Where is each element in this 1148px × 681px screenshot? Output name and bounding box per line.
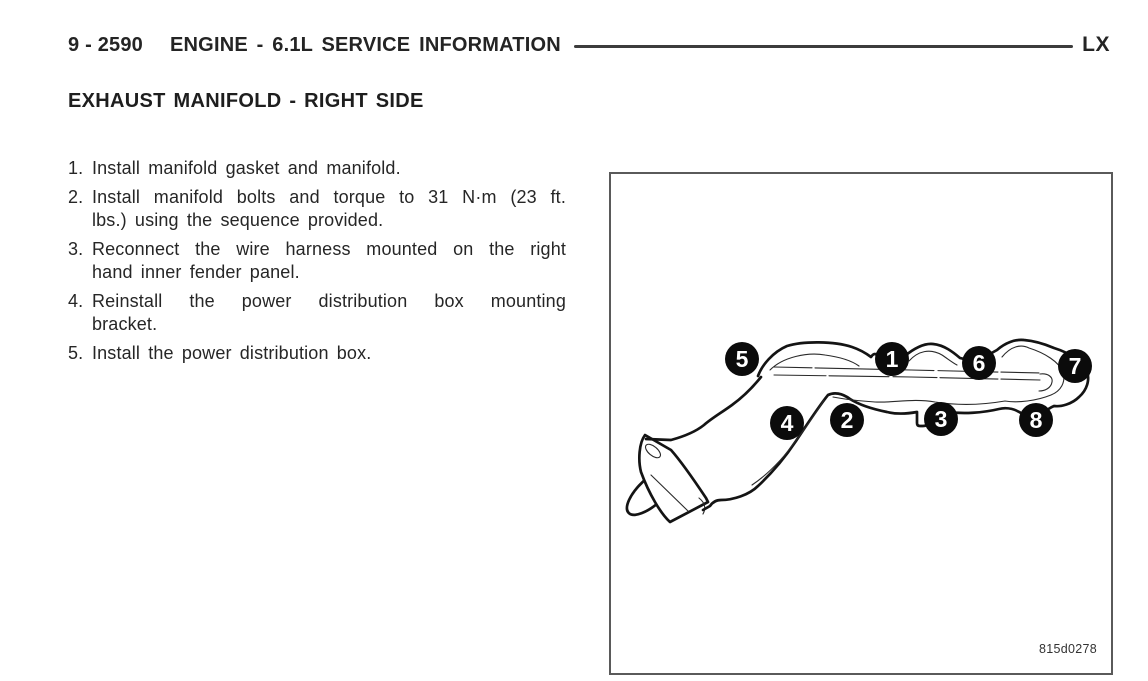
- step-item: 3. Reconnect the wire harness mounted on…: [68, 238, 566, 284]
- step-line: hand inner fender panel.: [92, 262, 300, 282]
- header-title: ENGINE - 6.1L SERVICE INFORMATION: [170, 34, 561, 56]
- svg-text:8: 8: [1030, 407, 1043, 433]
- manifold-inner-lines: [751, 345, 1065, 486]
- step-item: 4. Reinstall the power distribution box …: [68, 290, 566, 336]
- page-header: 9 - 2590 ENGINE - 6.1L SERVICE INFORMATI…: [68, 33, 1110, 57]
- step-line: lbs.) using the sequence provided.: [92, 210, 384, 230]
- svg-text:1: 1: [886, 346, 899, 372]
- svg-text:2: 2: [841, 407, 854, 433]
- svg-text:5: 5: [736, 346, 749, 372]
- callout-3: 3: [924, 402, 958, 436]
- step-line: Install the power distribution box.: [92, 343, 372, 363]
- header-rule: [573, 44, 1074, 48]
- model-code: LX: [1082, 33, 1110, 56]
- svg-text:7: 7: [1069, 353, 1082, 379]
- callout-7: 7: [1058, 349, 1092, 383]
- step-item: 2. Install manifold bolts and torque to …: [68, 186, 566, 232]
- callout-8: 8: [1019, 403, 1053, 437]
- step-number: 5.: [68, 343, 84, 363]
- callout-2: 2: [830, 403, 864, 437]
- outlet-flange: [638, 433, 710, 524]
- figure-box: 1 2 3 4 5 6 7 8 815d0278: [609, 172, 1113, 675]
- figure-id: 815d0278: [1038, 642, 1097, 656]
- step-item: 1. Install manifold gasket and manifold.: [68, 157, 566, 180]
- step-number: 4.: [68, 291, 84, 311]
- callout-6: 6: [962, 346, 996, 380]
- svg-text:6: 6: [973, 350, 986, 376]
- page-number: 9 - 2590: [68, 34, 143, 56]
- callout-5: 5: [725, 342, 759, 376]
- step-item: 5. Install the power distribution box.: [68, 342, 566, 365]
- section-title: EXHAUST MANIFOLD - RIGHT SIDE: [68, 90, 424, 112]
- callout-4: 4: [770, 406, 804, 440]
- svg-text:4: 4: [781, 410, 794, 436]
- svg-text:3: 3: [935, 406, 948, 432]
- step-number: 3.: [68, 239, 84, 259]
- step-number: 1.: [68, 158, 84, 178]
- step-line: Reinstall the power distribution box mou…: [92, 291, 566, 311]
- flange-slot-hole: [644, 443, 662, 459]
- step-number: 2.: [68, 187, 84, 207]
- manifold-diagram: 1 2 3 4 5 6 7 8: [625, 338, 1092, 524]
- procedure-steps: 1. Install manifold gasket and manifold.…: [68, 157, 566, 371]
- callout-1: 1: [875, 342, 909, 376]
- step-line: Install manifold gasket and manifold.: [92, 158, 401, 178]
- step-line: bracket.: [92, 314, 158, 334]
- step-line: Reconnect the wire harness mounted on th…: [92, 239, 566, 259]
- step-line: Install manifold bolts and torque to 31 …: [92, 187, 566, 207]
